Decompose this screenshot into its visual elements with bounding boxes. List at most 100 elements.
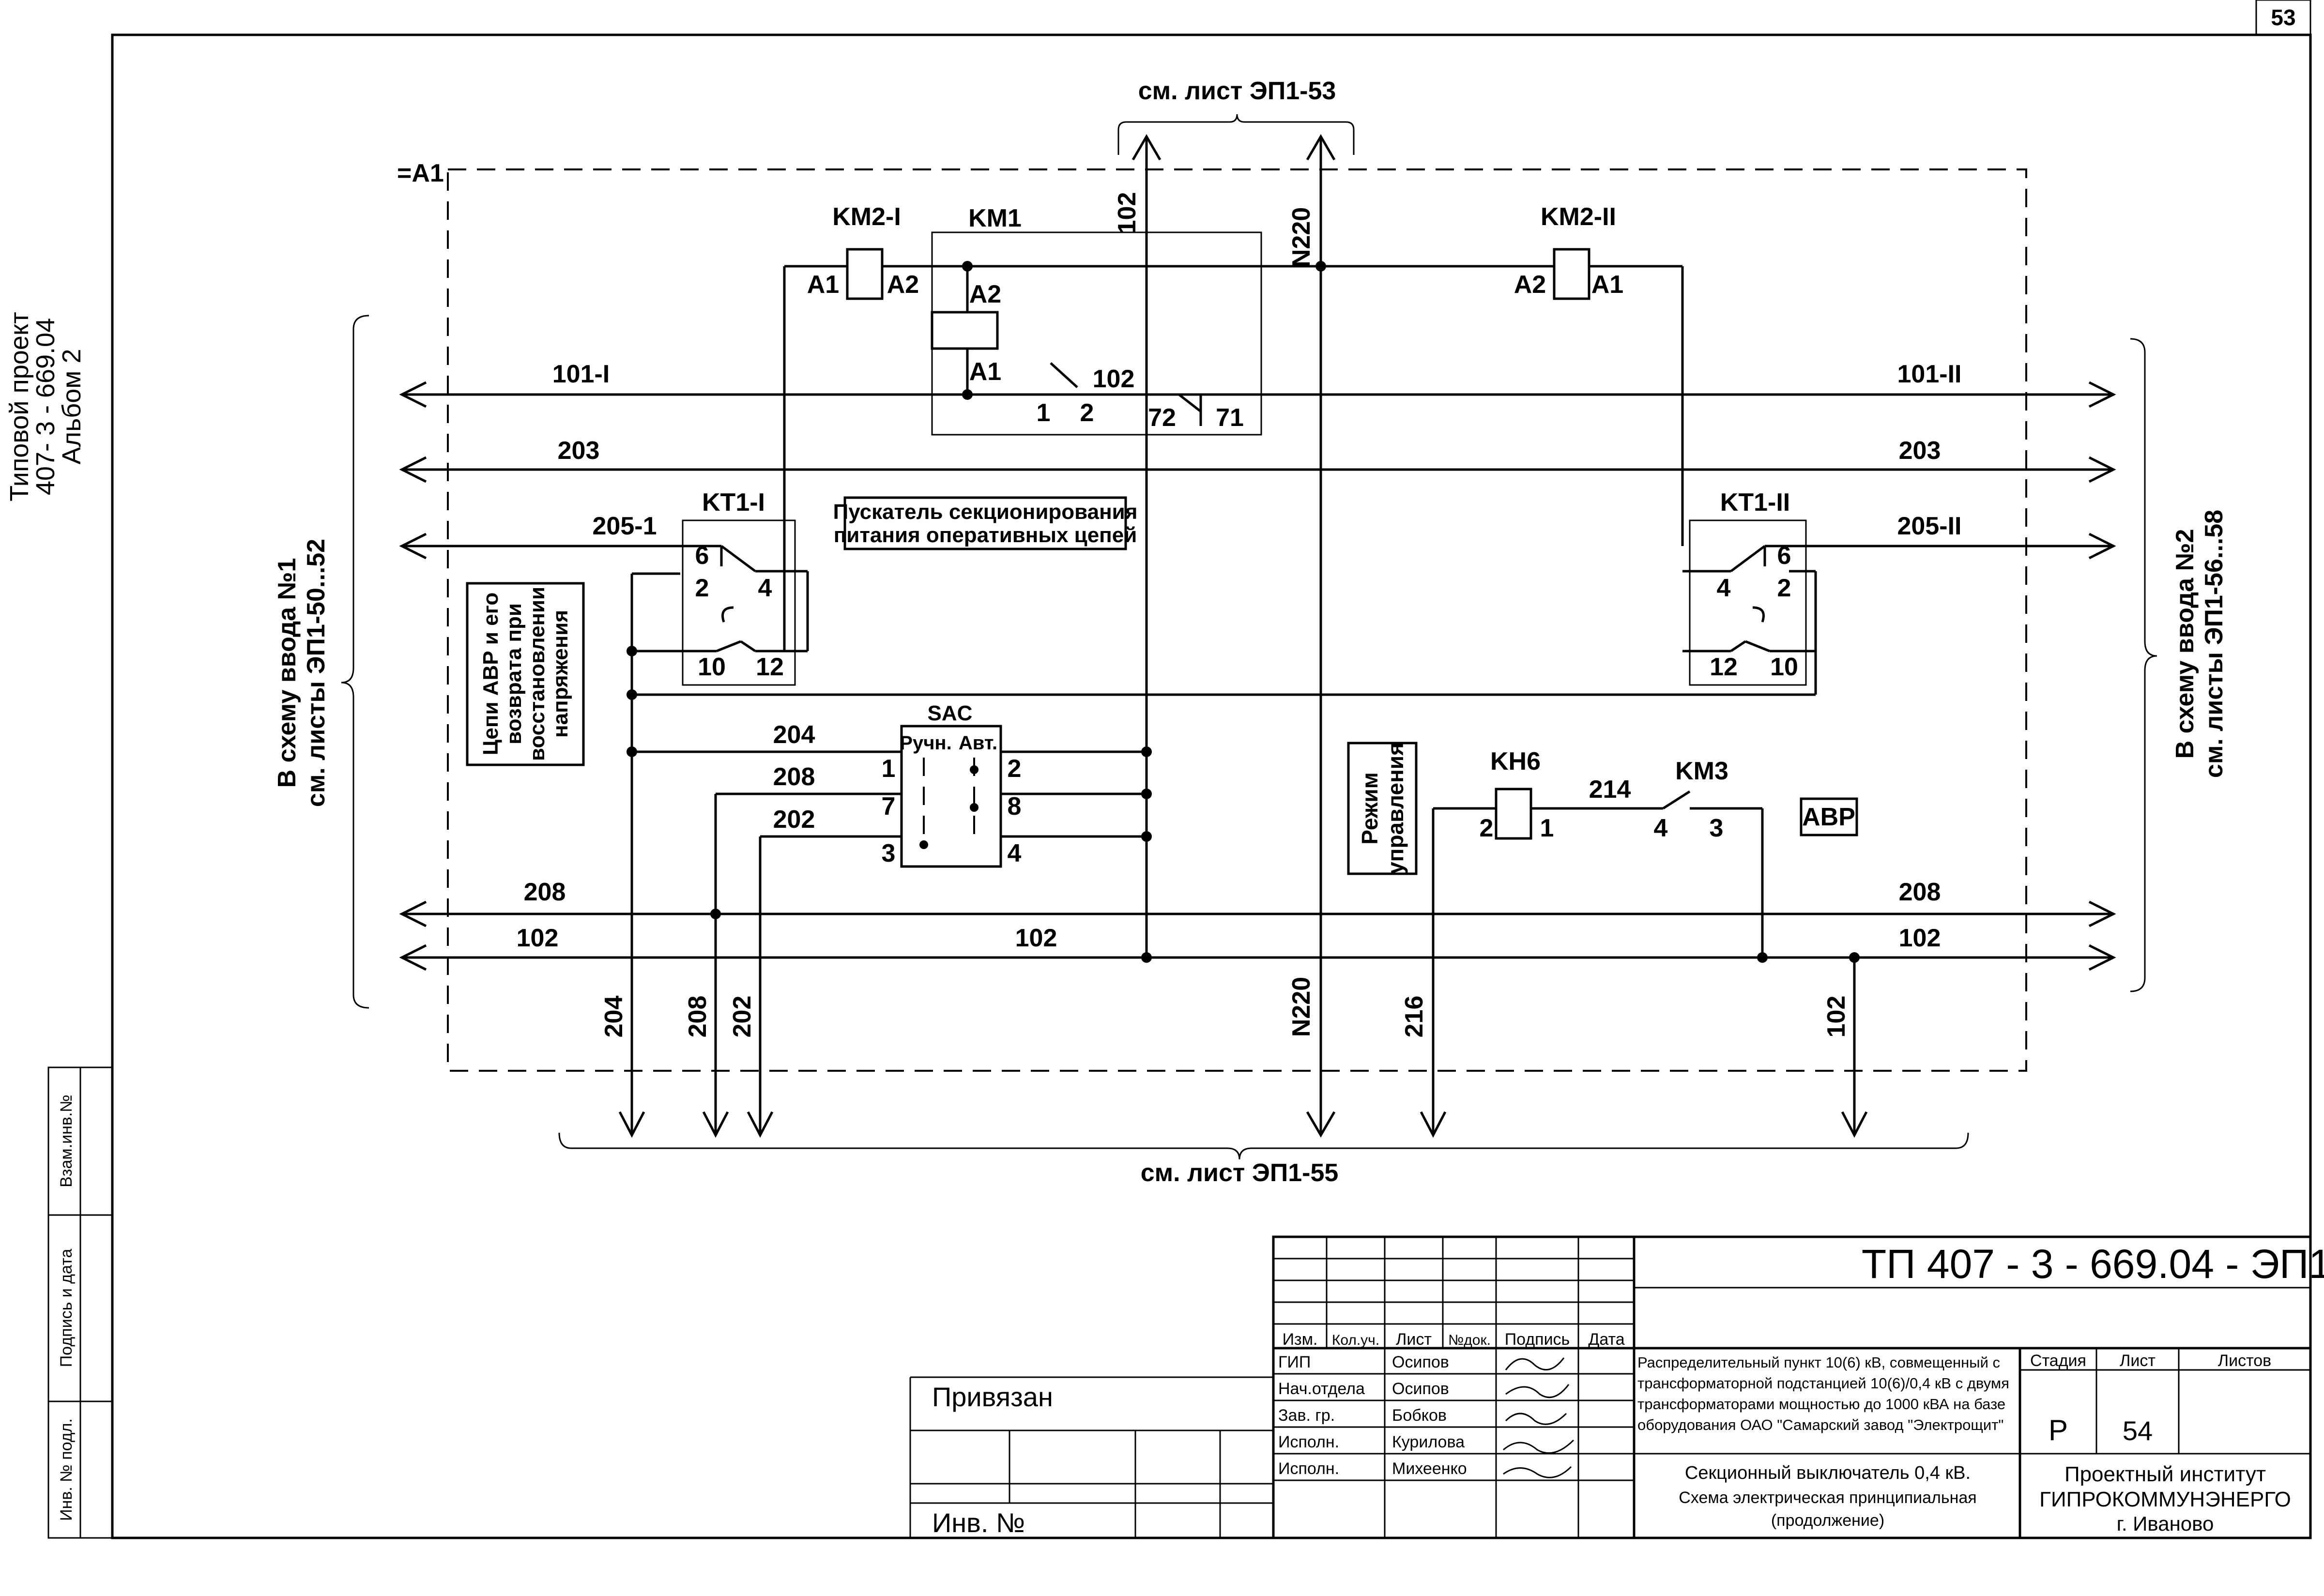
sac-auto: Авт. [959,732,997,754]
svg-text:трансформаторами мощностью до: трансформаторами мощностью до 1000 кВА н… [1637,1396,2005,1413]
svg-text:407- 3 - 669.04: 407- 3 - 669.04 [31,318,60,495]
wire-label-101-1: 101-I [552,360,610,388]
wire-label-205-2: 205-II [1897,512,1962,540]
svg-text:Нач.отдела: Нач.отдела [1278,1380,1365,1398]
stage-value: Р [2049,1414,2068,1446]
km1-coil [931,311,999,350]
down-wire-204: 204 [600,996,628,1038]
km2-1-a2: A2 [887,271,919,299]
doc-code: ТП 407 - 3 - 669.04 - ЭП1 [1862,1241,2324,1287]
kt1-2-pin-10: 10 [1770,653,1798,681]
bottom-arrows [618,1111,1868,1138]
svg-text:см. листы ЭП1-56...58: см. листы ЭП1-56...58 [2200,510,2228,778]
kh6-label: KH6 [1490,747,1541,775]
sac-pin-2: 2 [1008,755,1022,783]
privyazan-title: Привязан [932,1382,1053,1412]
svg-text:напряжения: напряжения [549,610,572,738]
kt1-1-outline [682,519,796,686]
km2-2-label: KM2-II [1541,203,1616,231]
km1-label: KM1 [968,204,1022,232]
svg-text:Михеенко: Михеенко [1392,1459,1467,1478]
svg-text:Схема электрическая принципиал: Схема электрическая принципиальная [1679,1489,1976,1507]
kt1-2-pin-2: 2 [1777,574,1791,602]
km2-2-coil [1553,248,1590,300]
ref-right: В схему ввода №2 см. листы ЭП1-56...58 [2171,510,2228,778]
enclosure-a1 [447,168,2027,1072]
side-caption: Типовой проект 407- 3 - 669.04 Альбом 2 [5,312,86,502]
svg-text:Взам.инв.№: Взам.инв.№ [57,1094,76,1187]
svg-text:(продолжение): (продолжение) [1771,1511,1884,1530]
wire-label-214: 214 [1589,775,1631,804]
svg-text:см. листы ЭП1-50...52: см. листы ЭП1-50...52 [302,539,330,807]
km1-pin-72: 72 [1148,404,1176,432]
sheet-label: Лист [2120,1352,2156,1370]
title-block-headers: Изм. Кол.уч. Лист №док. Подпись Дата [1283,1330,1625,1349]
svg-text:Дата: Дата [1588,1330,1624,1349]
km1-a1: A1 [969,358,1001,386]
km2-2-a2: A2 [1514,271,1546,299]
kt1-1-pin-12: 12 [756,653,784,681]
sac-wire-202: 202 [773,806,815,834]
kt1-1-pin-4: 4 [758,574,772,602]
avr-chain-note: Цепи АВР и его возврата при восстановлен… [466,582,585,766]
svg-text:Режим: Режим [1357,772,1382,844]
svg-text:Исполн.: Исполн. [1278,1433,1339,1451]
sac-contacts [919,758,979,849]
kt1-2-contacts [1730,545,1770,653]
km3-pin-3: 3 [1710,814,1724,842]
km1-contact-72-71 [1178,394,1202,426]
title-block-grid [1272,1235,2312,1539]
svg-text:В схему ввода №2: В схему ввода №2 [2171,529,2199,759]
ref-top-bracket [1117,114,1355,155]
ref-bottom: см. лист ЭП1-55 [1141,1159,1339,1187]
wire-label-203-right: 203 [1899,437,1941,465]
avr-label: ABP [1802,803,1855,831]
kt1-1-pin-2: 2 [695,574,709,602]
sac-pin-7: 7 [882,792,896,821]
svg-text:Изм.: Изм. [1283,1330,1318,1349]
km1-pin-71: 71 [1216,404,1244,432]
svg-text:Курилова: Курилова [1392,1433,1465,1451]
ref-left: В схему ввода №1 см. листы ЭП1-50...52 [273,539,330,807]
stage-label: Стадия [2030,1352,2086,1370]
svg-text:восстановлении: восстановлении [525,587,549,761]
svg-text:В схему ввода №1: В схему ввода №1 [273,558,301,788]
svg-text:Бобков: Бобков [1392,1406,1447,1425]
svg-text:Лист: Лист [1396,1330,1432,1349]
sac-wire-204: 204 [773,721,815,749]
avr-box [1800,797,1858,836]
svg-text:Инв. № подл.: Инв. № подл. [57,1418,76,1521]
kt1-2-pin-12: 12 [1710,653,1738,681]
wire-label-n220-top: N220 [1287,207,1315,267]
svg-text:оборудования ОАО "Самарский за: оборудования ОАО "Самарский завод "Элект… [1637,1416,2003,1433]
relay-wiring [627,545,1817,1135]
wire-label-208-right: 208 [1899,878,1941,906]
wire-label-101-2: 101-II [1897,360,1962,388]
kh6-coil [1495,788,1532,840]
svg-text:трансформаторной подстанцией 1: трансформаторной подстанцией 10(6)/0,4 к… [1637,1375,2009,1392]
km1-contact-1-2 [1043,362,1078,396]
svg-text:ГИПРОКОММУНЭНЕРГО: ГИПРОКОММУНЭНЕРГО [2039,1488,2291,1511]
handwritten-signatures [1503,1357,1575,1478]
sac-switch [900,725,1002,868]
svg-text:Пускатель секционирования: Пускатель секционирования [833,500,1138,524]
wire-label-102-right: 102 [1899,924,1941,952]
wire-label-102-left: 102 [517,924,559,952]
privyazan-block [909,1376,1273,1538]
svg-text:Подпись и дата: Подпись и дата [57,1249,76,1368]
sac-label: SAC [928,701,973,725]
svg-text:№док.: №док. [1448,1332,1491,1348]
wire-label-n220-bottom: N220 [1287,977,1315,1037]
wire-label-208-left: 208 [524,878,566,906]
kt1-1-pin-10: 10 [698,653,726,681]
bus-lines [402,393,2113,959]
svg-text:Кол.уч.: Кол.уч. [1332,1332,1379,1348]
ref-left-bracket [341,315,369,1009]
sheet-title: Секционный выключатель 0,4 кВ. Схема эле… [1679,1463,1976,1530]
privyazan-inv: Инв. № [932,1507,1025,1538]
project-description: Распределительный пункт 10(6) кВ, совмещ… [1637,1354,2009,1433]
ref-top: см. лист ЭП1-53 [1138,77,1336,105]
km1-pin-2: 2 [1080,399,1094,427]
km3-label: KM3 [1675,757,1728,785]
